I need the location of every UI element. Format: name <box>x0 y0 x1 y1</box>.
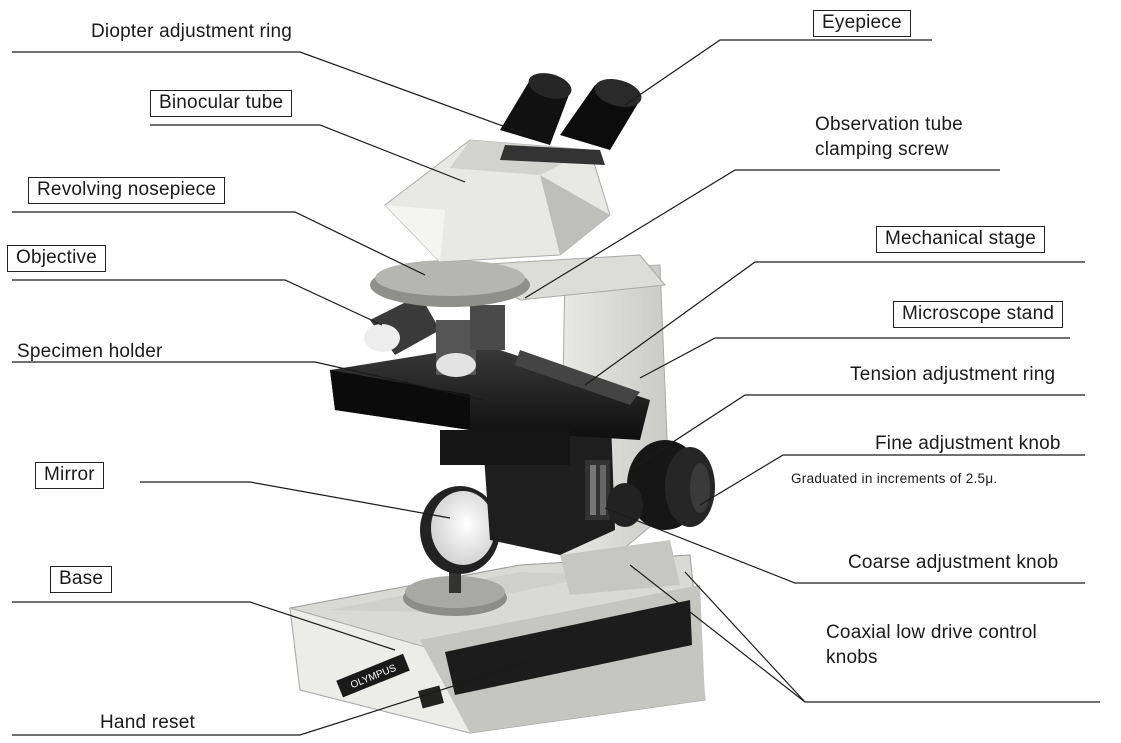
label-microscope-stand: Microscope stand <box>893 301 1063 328</box>
label-objective: Objective <box>7 245 106 272</box>
label-specimen-holder: Specimen holder <box>17 341 163 363</box>
label-mirror: Mirror <box>35 462 104 489</box>
label-tension-adjustment-ring: Tension adjustment ring <box>850 364 1055 386</box>
label-observation-tube-1: Observation tube <box>815 114 963 136</box>
label-mechanical-stage: Mechanical stage <box>876 226 1045 253</box>
label-fine-adjustment-knob: Fine adjustment knob <box>875 433 1061 455</box>
label-revolving-nosepiece: Revolving nosepiece <box>28 177 225 204</box>
label-fine-adjustment-note: Graduated in increments of 2.5μ. <box>791 468 997 490</box>
eyepieces-shape <box>500 69 645 165</box>
label-observation-tube-2: clamping screw <box>815 139 949 161</box>
label-coaxial-2: knobs <box>826 647 878 669</box>
leader-objective <box>12 280 382 325</box>
label-diopter-adjustment-ring: Diopter adjustment ring <box>91 21 292 43</box>
label-base: Base <box>50 566 112 593</box>
leader-eyepiece <box>625 40 932 105</box>
leader-mirror <box>140 482 450 518</box>
nosepiece-shape <box>370 260 530 307</box>
label-binocular-tube: Binocular tube <box>150 90 292 117</box>
leader-binocular <box>150 125 465 182</box>
label-coaxial-1: Coaxial low drive control <box>826 622 1037 644</box>
label-eyepiece: Eyepiece <box>813 10 911 37</box>
label-hand-reset: Hand reset <box>100 712 195 734</box>
label-coarse-adjustment-knob: Coarse adjustment knob <box>848 552 1058 574</box>
